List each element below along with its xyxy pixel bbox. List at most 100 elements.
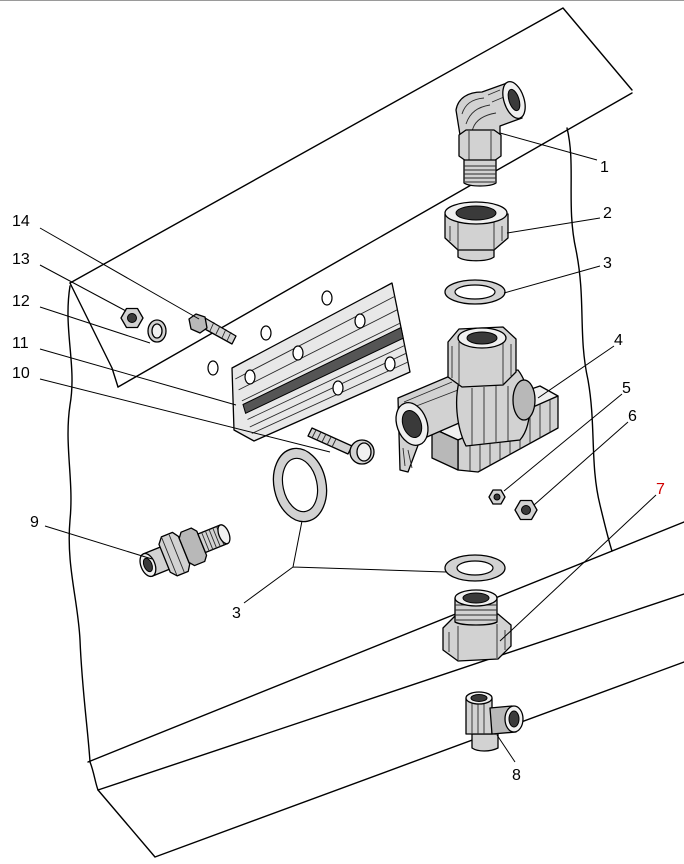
elbow-shading	[461, 89, 505, 133]
elbow-outlet-bore	[507, 88, 521, 112]
washer-bore	[151, 323, 163, 339]
plate-left-fold	[69, 282, 119, 388]
elbow-fitting-1	[455, 81, 526, 187]
elbow-hex	[458, 129, 502, 162]
valve-body-4	[395, 326, 559, 473]
elbow-thread-end	[463, 159, 497, 187]
plate-hole	[207, 360, 219, 376]
fitting-hex	[178, 527, 208, 567]
adapter-lower-thread	[457, 247, 495, 262]
plate-top-fold	[117, 92, 633, 388]
callout-1: 1	[600, 159, 609, 176]
fitting-left-bore	[142, 557, 153, 573]
nut-bore	[521, 505, 531, 515]
plate-hole	[260, 325, 272, 341]
leader-6	[533, 421, 629, 506]
valve-side-boss	[512, 379, 536, 421]
nut-bore	[493, 493, 501, 501]
small-elbow-fitting-8	[465, 691, 524, 752]
bracket-hole	[332, 380, 344, 396]
plate-left-break-line	[67, 285, 91, 763]
washer-bore	[281, 457, 319, 513]
fitting-nut-edges	[161, 534, 185, 576]
leader-3-lower	[243, 520, 447, 604]
leader-9	[44, 525, 153, 560]
washer-3-upper	[444, 279, 506, 305]
callout-11: 11	[12, 335, 29, 352]
callout-7: 7	[656, 481, 665, 498]
leader-5	[503, 393, 623, 492]
nut-bore	[127, 313, 137, 323]
washer-12	[147, 319, 167, 343]
bolt-thread	[209, 321, 232, 342]
bracket-hole	[292, 345, 304, 361]
bolt-10	[307, 427, 375, 465]
nut-13	[120, 307, 144, 329]
bracket-hole	[354, 313, 366, 329]
leader-4	[537, 345, 615, 399]
callout-4: 4	[614, 332, 623, 349]
leader-10	[39, 378, 331, 453]
callout-14: 14	[12, 213, 30, 230]
plate-right-break-line	[566, 127, 613, 552]
valve-inlet-bore	[401, 409, 423, 439]
fitting-right-end	[217, 524, 231, 545]
adapter-nut-2	[444, 201, 509, 262]
elbow-top-bore	[470, 694, 488, 702]
valve-base-side	[431, 427, 459, 471]
callout-2: 2	[603, 205, 612, 222]
leader-3-upper	[503, 265, 601, 294]
callout-13: 13	[12, 251, 30, 268]
bolt-thread	[311, 429, 337, 448]
washer-bore	[454, 284, 496, 300]
washer-bore	[456, 560, 494, 576]
leader-lines	[39, 132, 657, 763]
bolt-head-face	[356, 442, 372, 462]
bolt-shaft	[307, 427, 353, 455]
callout-5: 5	[622, 380, 631, 397]
fitting-bore	[462, 592, 490, 604]
nut-6	[514, 499, 538, 521]
leader-7	[499, 494, 657, 642]
leader-2	[506, 217, 601, 234]
callout-10: 10	[12, 365, 30, 382]
plate-top-flange-edge	[69, 7, 633, 284]
plate-bottom-edge	[89, 661, 684, 858]
fitting-hex-edges	[448, 624, 506, 660]
leader-13	[39, 264, 127, 312]
valve-top-port-bore	[466, 331, 498, 345]
bracket-hole	[244, 369, 256, 385]
valve-left-block-hatch	[402, 381, 459, 469]
callout-3-upper: 3	[603, 255, 612, 272]
elbow-arm-bore	[508, 710, 520, 728]
plate-bottom-fold-inner	[97, 593, 684, 791]
callout-12: 12	[12, 293, 30, 310]
adapter-bore	[455, 205, 497, 221]
callout-6: 6	[628, 408, 637, 425]
angle-bracket	[231, 282, 411, 442]
bracket-fold-band	[242, 326, 404, 415]
bolt-head	[188, 313, 208, 334]
hex-fitting-7	[442, 589, 512, 662]
elbow-thread	[464, 165, 496, 183]
fitting-nut	[158, 531, 191, 577]
leader-12	[39, 306, 151, 344]
valve-cylinder-shading	[471, 386, 509, 445]
nut-5	[488, 489, 506, 505]
elbow-hex-edges	[468, 131, 492, 161]
bracket-ribs	[235, 296, 409, 434]
washer-3-vertical	[272, 447, 328, 523]
elbow-bottom	[471, 733, 499, 752]
mounting-plate	[67, 7, 684, 858]
valve-hex-edges	[451, 340, 512, 386]
leader-11	[39, 348, 237, 406]
leader-1	[499, 132, 598, 161]
callout-3-lower: 3	[232, 605, 241, 622]
callout-labels: 1 2 3 4 5 6 7 3 8 9 10 11 12 13 14	[12, 159, 665, 784]
bracket-hole	[384, 356, 396, 372]
callout-9: 9	[30, 514, 39, 531]
leader-8	[496, 734, 516, 763]
plate-hole	[321, 290, 333, 306]
fitting-thread	[201, 526, 225, 552]
